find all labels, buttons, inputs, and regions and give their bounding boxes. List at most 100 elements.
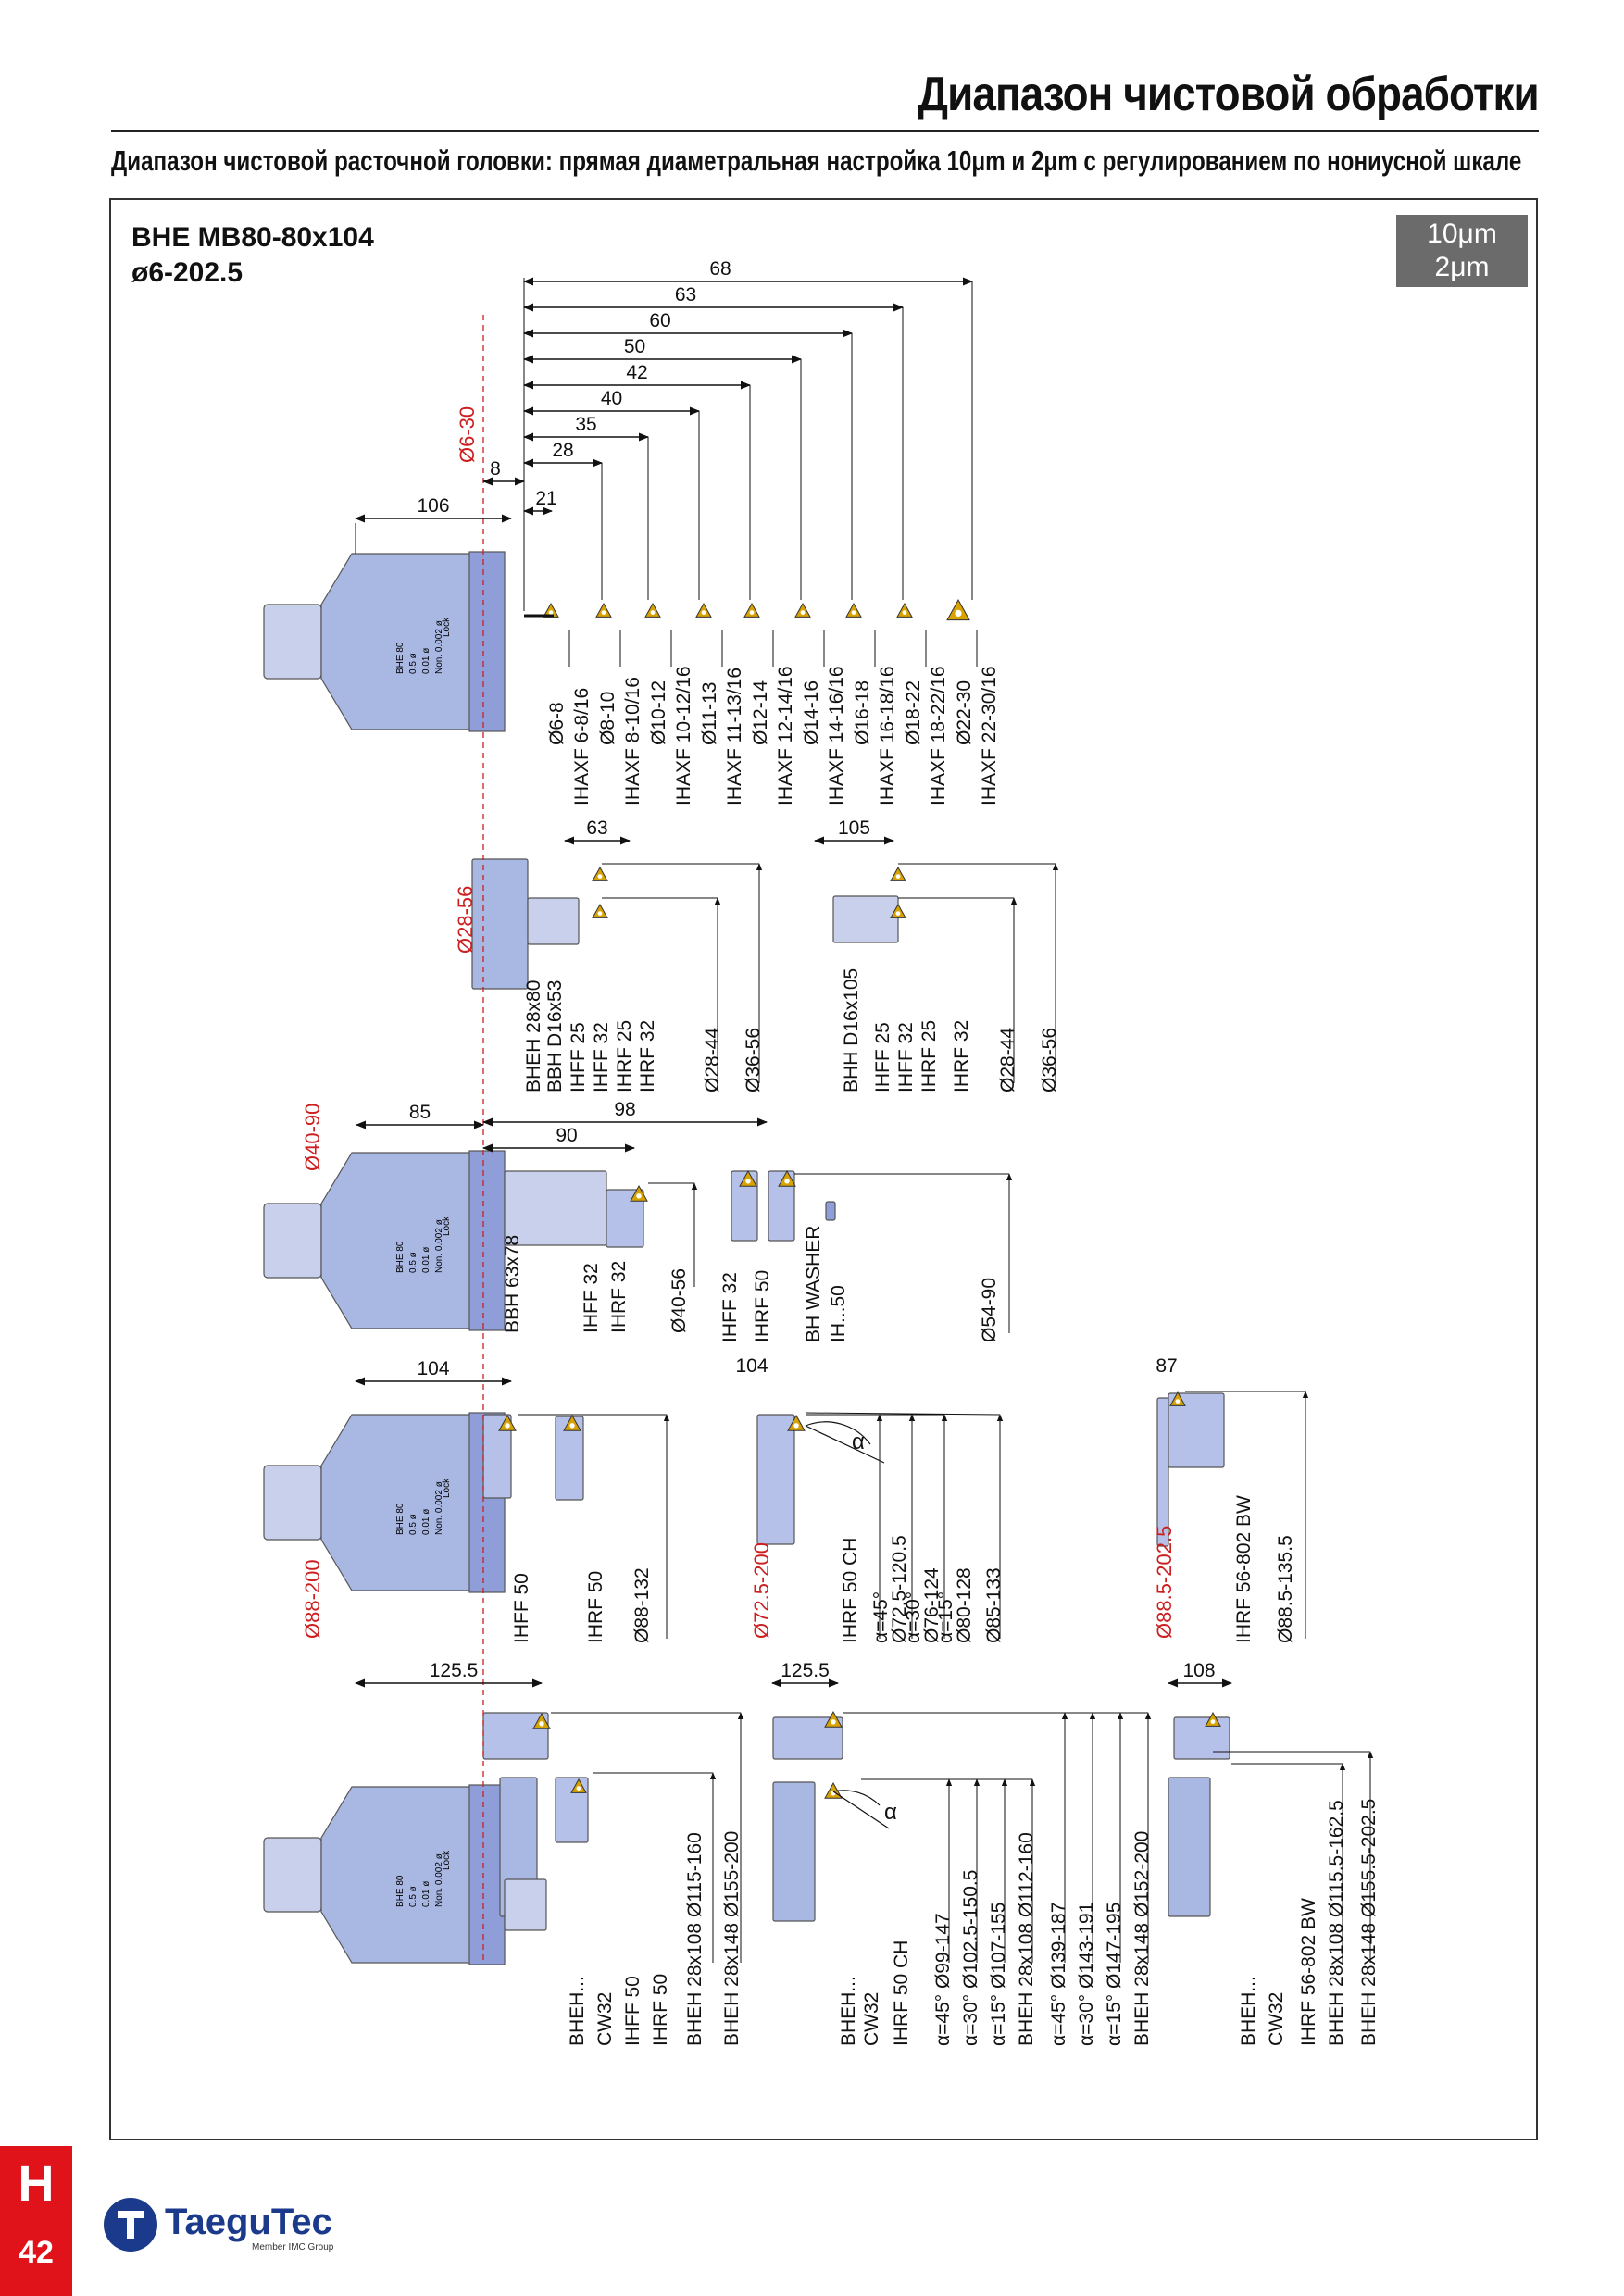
dimension-label: 42 [626, 362, 647, 383]
insert-hole [569, 1423, 575, 1429]
section-tab: H 42 [0, 2146, 72, 2296]
dimension-label: 8 [490, 458, 501, 480]
dimension-label: IHAXF 6-8/16 [571, 688, 593, 805]
insert-hole [1175, 1399, 1181, 1404]
dimension-line [805, 1412, 1001, 1416]
head-scale-label: 0.01 ø [421, 1247, 431, 1273]
dimension-label: 104 [417, 1358, 449, 1379]
dimension-label: IHRF 50 CH [891, 1940, 912, 2046]
dimension-label: IHFF 32 [895, 1022, 917, 1092]
dimension-label: IHRF 50 [585, 1571, 606, 1643]
insert-hole [601, 610, 606, 615]
head-front [468, 1784, 506, 1965]
dimension-label: BH WASHER [803, 1226, 824, 1342]
dimension-label: Ø76-124 [921, 1567, 943, 1643]
shank [263, 1837, 322, 1913]
shank [263, 604, 322, 680]
dimension-label: 68 [709, 258, 731, 280]
dimension-label: Ø8-10 [597, 692, 618, 745]
insert-icon [787, 1414, 806, 1431]
dimension-label: Ø18-22 [903, 680, 924, 745]
insert-icon [498, 1414, 517, 1431]
dimension-label: IHRF 32 [951, 1020, 972, 1092]
dimension-label: BHEH 28x80 [523, 980, 544, 1092]
head-lock-label: Lock [442, 617, 452, 637]
head-scale-label: Non. 0.002 ø [434, 620, 444, 674]
dimension-label: CW32 [861, 1992, 882, 2046]
dimension-label: 125.5 [781, 1660, 830, 1681]
model-block: BHE MB80-80x104 ø6-202.5 [131, 220, 374, 291]
insert-hole [745, 1179, 751, 1184]
angle-arc [805, 1421, 885, 1464]
boring-head-body [320, 1152, 478, 1329]
head-scale-label: 0.5 ø [408, 1252, 418, 1273]
dimension-label: BHEH 28x148 Ø155.5-202.5 [1358, 1799, 1380, 2046]
page-title: Диапазон чистовой обработки [918, 68, 1540, 121]
dimension-label: α=45° [870, 1591, 892, 1643]
insert-hole [597, 874, 603, 879]
dimension-label: Ø12-14 [750, 680, 771, 745]
dimension-label: IHRF 25 [918, 1020, 940, 1092]
spacer [1156, 1397, 1169, 1547]
head-scale-label: 0.01 ø [421, 1509, 431, 1535]
dimension-label: 28 [552, 440, 573, 461]
dimension-label: BHEH 28x148 Ø155-200 [721, 1831, 743, 2046]
dimension-label: 125.5 [430, 1660, 479, 1681]
bheh-bar [504, 1878, 547, 1931]
dimension-label: IHFF 25 [872, 1022, 893, 1092]
insert-hole [831, 1719, 836, 1725]
head-scale-label: BHE 80 [395, 1241, 406, 1273]
dimension-label: α=45° Ø139-187 [1048, 1903, 1069, 2046]
cartridge-ihff [731, 1170, 758, 1242]
dimension-label: BBH 63x78 [502, 1235, 523, 1333]
page-number: 42 [19, 2235, 54, 2270]
dimension-label: 21 [535, 488, 556, 509]
dimension-label: Ø11-13 [699, 682, 720, 746]
dimension-label: α=45° Ø99-147 [932, 1913, 954, 2046]
dimension-label: IHRF 32 [637, 1020, 658, 1092]
dimension-label: IHFF 50 [622, 1976, 643, 2046]
insert-hole [851, 610, 856, 615]
head-scale-label: 0.5 ø [408, 1886, 418, 1907]
insert-hole [650, 610, 656, 615]
insert-icon [1169, 1391, 1186, 1406]
dimension-label: 106 [417, 495, 449, 517]
dimension-label: IHRF 50 [752, 1270, 773, 1342]
head-lock-label: Lock [442, 1216, 452, 1236]
dimension-label: BHEH 28x148 Ø152-200 [1131, 1831, 1153, 2046]
insert-hole [955, 609, 962, 618]
head-scale-label: BHE 80 [395, 642, 406, 674]
shank [263, 1465, 322, 1541]
dimension-label: 40 [601, 388, 622, 409]
dimension-label: BHH D16x105 [841, 968, 862, 1092]
dimension-label: BHEH 28x108 Ø112-160 [1016, 1832, 1037, 2046]
insert-hole [895, 874, 901, 879]
resolution-badge: 10μm 2μm [1396, 215, 1528, 287]
dimension-label: IHAXF 10-12/16 [673, 666, 694, 805]
dimension-label: 98 [614, 1099, 635, 1120]
dimension-label: 63 [586, 817, 607, 839]
head-front [468, 1150, 506, 1331]
dimension-label: IHRF 56-802 BW [1233, 1495, 1255, 1643]
head-scale-label: Non. 0.002 ø [434, 1481, 444, 1535]
dimension-label: Ø36-56 [743, 1028, 764, 1092]
logo-tagline: Member IMC Group [252, 2242, 334, 2252]
range-label: Ø88.5-202.5 [1153, 1526, 1176, 1639]
cartridge-ihff [606, 1189, 644, 1248]
dimension-label: CW32 [1266, 1992, 1287, 2046]
dimension-label: IHAXF 14-16/16 [826, 666, 847, 805]
cartridge-ihrf [555, 1777, 589, 1843]
dimension-label: α=15° [935, 1591, 956, 1643]
dimension-label: Ø28-44 [702, 1028, 723, 1092]
dimension-label: α=30° Ø143-191 [1076, 1903, 1097, 2046]
dimension-label: Ø40-56 [668, 1268, 690, 1333]
dimension-label: IHRF 50 CH [840, 1538, 861, 1643]
insert-icon [1205, 1711, 1221, 1727]
insert-icon [824, 1710, 843, 1728]
boring-head-bhe [471, 858, 529, 990]
dimension-label: IHAXF 8-10/16 [622, 677, 643, 805]
dimension-label: IHFF 50 [511, 1573, 532, 1643]
